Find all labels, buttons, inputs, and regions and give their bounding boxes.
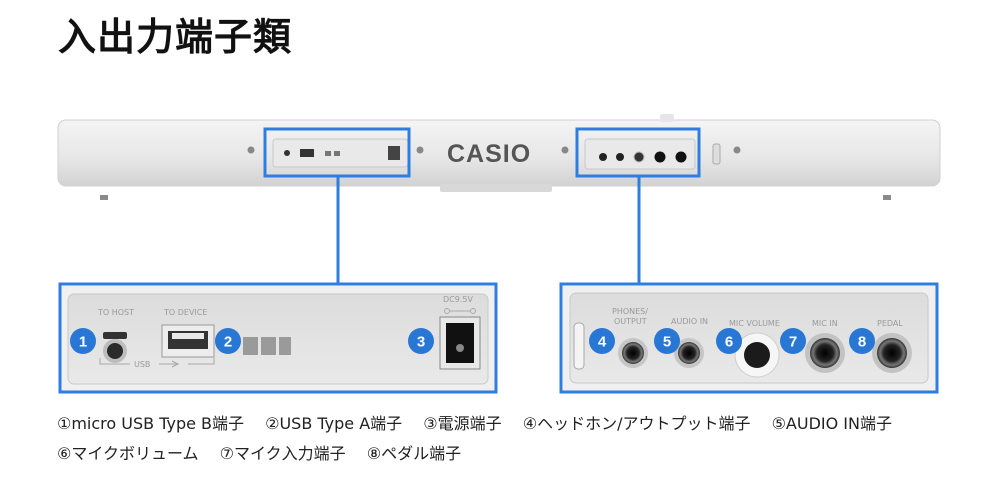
label-mic-volume: MIC VOLUME	[729, 319, 780, 328]
svg-text:6: 6	[725, 334, 733, 351]
label-dc: DC9.5V	[443, 295, 473, 304]
label-to-device: TO DEVICE	[163, 308, 207, 317]
left-panel-highlight	[58, 282, 498, 394]
svg-text:8: 8	[858, 334, 866, 351]
page-title: 入出力端子類	[58, 15, 293, 59]
caption-power: ③電源端子	[423, 414, 502, 433]
badge-8: 8	[849, 328, 875, 354]
label-mic-in: MIC IN	[812, 319, 838, 328]
svg-text:1: 1	[79, 334, 87, 351]
badge-2: 2	[215, 328, 241, 354]
badge-4: 4	[589, 328, 615, 354]
label-phones-1: PHONES/	[612, 307, 648, 316]
label-to-host: TO HOST	[97, 308, 134, 317]
casio-logo: CASIO	[447, 140, 531, 168]
right-detail-panel	[563, 286, 937, 392]
keyboard-diagram: CASIO TO HOST TO DEVICE USB DC9.5V	[57, 114, 941, 394]
svg-text:3: 3	[417, 334, 425, 351]
label-pedal: PEDAL	[877, 319, 903, 328]
label-usb: USB	[134, 360, 150, 369]
svg-text:7: 7	[789, 334, 797, 351]
label-audio-in: AUDIO IN	[671, 317, 708, 326]
caption-row-2: ⑥マイクボリューム ⑦マイク入力端子 ⑧ペダル端子	[57, 442, 908, 472]
svg-text:5: 5	[663, 334, 671, 351]
badge-6: 6	[716, 328, 742, 354]
label-phones-2: OUTPUT	[614, 317, 647, 326]
svg-text:4: 4	[598, 334, 607, 351]
caption-mic-in: ⑦マイク入力端子	[219, 444, 346, 463]
caption-phones-output: ④ヘッドホン/アウトプット端子	[522, 414, 751, 433]
badge-7: 7	[780, 328, 806, 354]
caption-usb-a: ②USB Type A端子	[265, 414, 403, 433]
caption-mic-volume: ⑥マイクボリューム	[57, 444, 199, 463]
badge-5: 5	[654, 328, 680, 354]
caption-row-1: ①micro USB Type B端子 ②USB Type A端子 ③電源端子 …	[57, 412, 908, 442]
right-panel-highlight	[559, 282, 939, 394]
svg-text:2: 2	[224, 334, 232, 351]
keyboard-rear	[57, 114, 941, 200]
badge-1: 1	[70, 328, 96, 354]
caption-micro-usb: ①micro USB Type B端子	[57, 414, 245, 433]
caption-audio-in: ⑤AUDIO IN端子	[771, 414, 892, 433]
caption-list: ①micro USB Type B端子 ②USB Type A端子 ③電源端子 …	[57, 412, 908, 472]
badge-3: 3	[408, 328, 434, 354]
caption-pedal: ⑧ペダル端子	[366, 444, 462, 463]
